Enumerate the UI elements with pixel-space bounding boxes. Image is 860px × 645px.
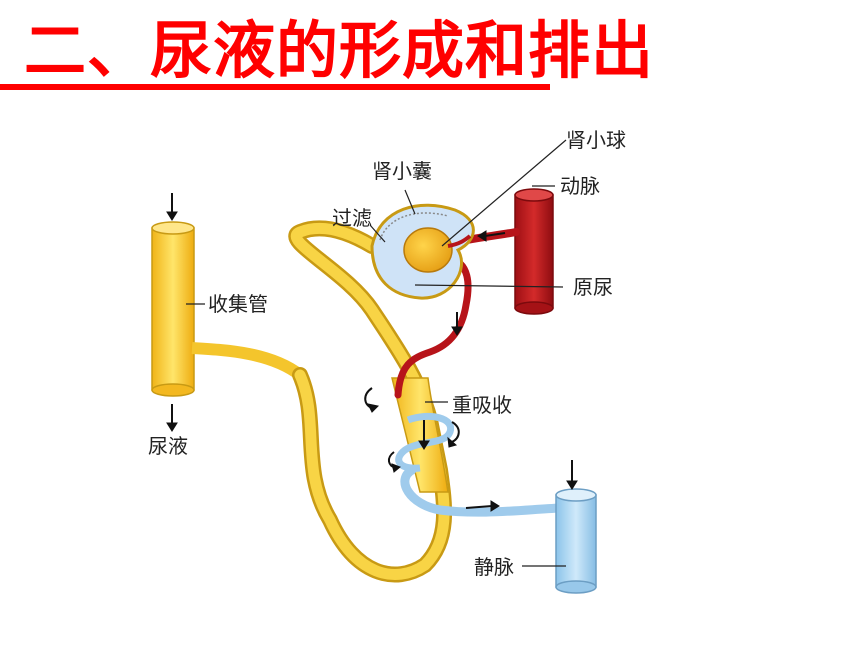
arrow-reabsorb-right <box>447 421 460 448</box>
leader-lines <box>186 139 567 567</box>
title-underline <box>0 84 550 90</box>
label-reabsorption: 重吸收 <box>452 393 512 417</box>
label-filtration: 过滤 <box>332 206 372 230</box>
down-arrow-collecting-top <box>166 193 178 221</box>
page-title: 二、尿液的形成和排出 <box>24 14 655 87</box>
down-arrow-collecting-bottom <box>166 404 178 432</box>
label-vein: 静脉 <box>474 555 514 579</box>
label-artery: 动脉 <box>560 174 600 198</box>
artery <box>514 188 554 315</box>
label-glomerulus: 肾小球 <box>566 128 626 152</box>
vein-network <box>395 413 597 594</box>
arrow-reabsorb-left <box>364 387 380 413</box>
collecting-duct <box>151 221 304 397</box>
arrow-efferent-down <box>451 312 463 336</box>
arrow-tubule-down <box>418 420 430 450</box>
label-urine: 尿液 <box>148 434 188 458</box>
glomerulus <box>403 227 453 273</box>
label-primary-urine: 原尿 <box>573 275 613 299</box>
arrow-reabsorb-lower <box>388 451 401 473</box>
label-capsule: 肾小囊 <box>372 159 432 183</box>
label-collecting-duct: 收集管 <box>208 292 268 316</box>
flow-arrows <box>166 193 578 512</box>
arrow-artery-in <box>477 230 506 242</box>
arrow-vein-right <box>465 500 500 512</box>
arrow-vein-down <box>566 460 578 490</box>
renal-tubule <box>288 220 453 583</box>
